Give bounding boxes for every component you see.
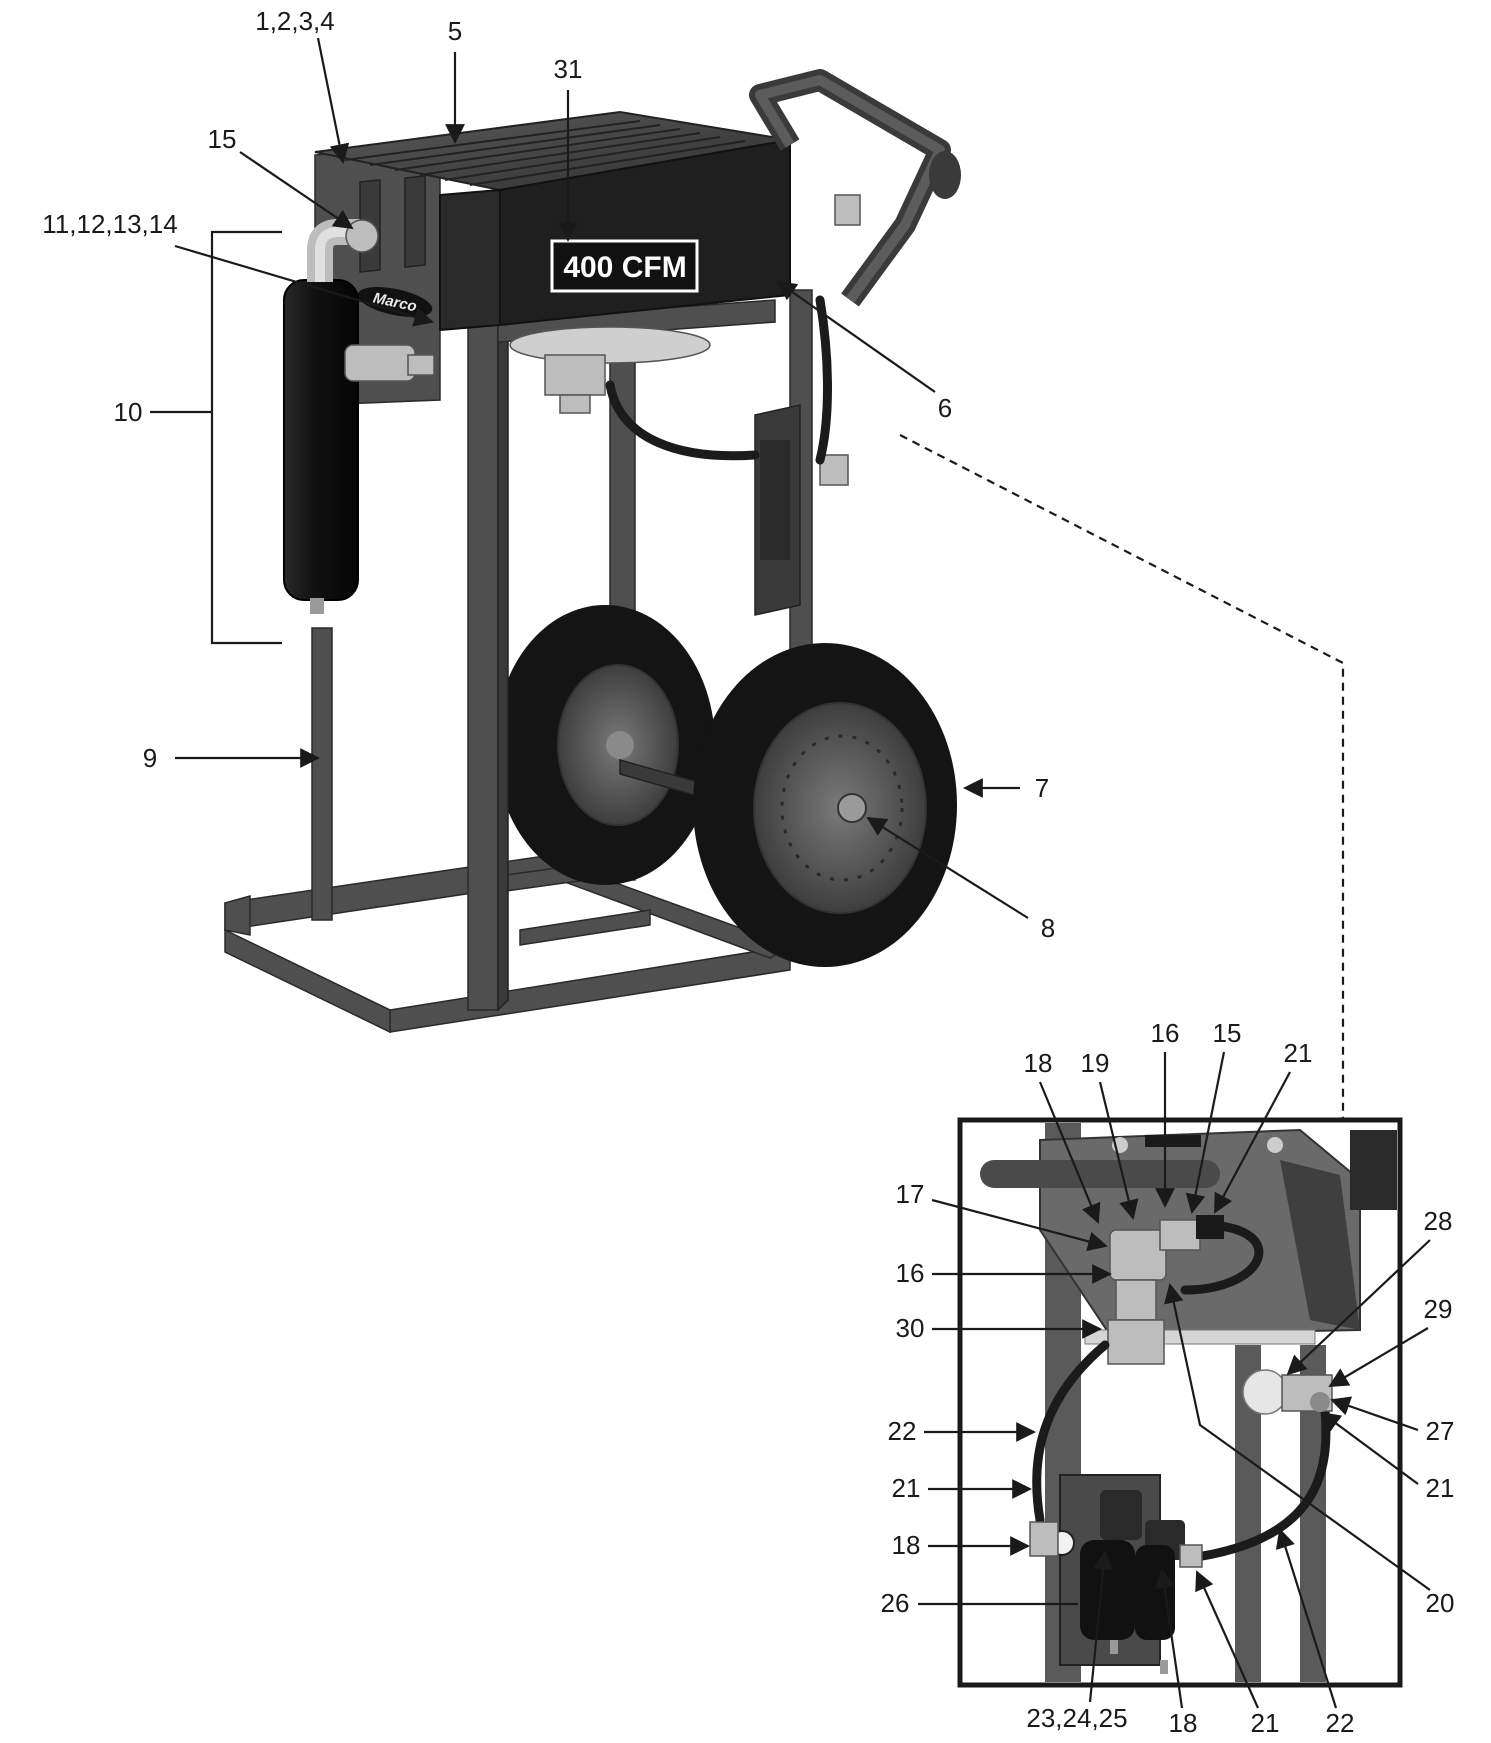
- callout-label: 23,24,25: [1026, 1703, 1127, 1733]
- callout-label: 22: [888, 1416, 917, 1446]
- leader-line: [866, 816, 1029, 919]
- callout-label: 5: [448, 16, 462, 46]
- callout-label: 26: [881, 1588, 910, 1618]
- rear-wheel: [495, 605, 715, 885]
- callout-label: 7: [1035, 773, 1049, 803]
- callout-label: 10: [114, 397, 143, 427]
- callout-label: 9: [143, 743, 157, 773]
- callout-label: 18: [892, 1530, 921, 1560]
- callout-label: 29: [1424, 1294, 1453, 1324]
- callout-label: 17: [896, 1179, 925, 1209]
- front-wheel: [693, 643, 957, 967]
- front-posts: [467, 298, 509, 1012]
- cart-illustration: 400 CFM Marco: [224, 69, 961, 1034]
- leader-line: [776, 280, 936, 393]
- leader-line: [931, 1198, 1108, 1252]
- callout-label: 31: [554, 54, 583, 84]
- leader-line: [1164, 1283, 1431, 1591]
- leader-line: [239, 151, 354, 230]
- regulator-assembly: [605, 194, 861, 616]
- bracket-line: [210, 230, 282, 645]
- leader-line: [1214, 1071, 1291, 1214]
- callout-label: 15: [1213, 1018, 1242, 1048]
- filter-canister: [283, 219, 435, 614]
- callout-label: 21: [1426, 1473, 1455, 1503]
- callout-label: 6: [938, 393, 952, 423]
- leader-line: [1320, 1411, 1419, 1485]
- handle: [749, 69, 961, 307]
- callout-label: 11,12,13,14: [42, 209, 177, 239]
- callout-label: 27: [1426, 1416, 1455, 1446]
- leader-line: [316, 37, 350, 164]
- callout-label: 8: [1041, 913, 1055, 943]
- callout-label: 18: [1169, 1708, 1198, 1738]
- callout-label: 21: [1284, 1038, 1313, 1068]
- main-callouts: 1,2,3,4 5 31 15 11,12,13,14 10 6 9 7 8: [42, 6, 1055, 943]
- leader-line: [1286, 1239, 1431, 1376]
- callout-label: 20: [1426, 1588, 1455, 1618]
- detail-inset: [957, 1117, 1403, 1688]
- detail-connector-dashed: [899, 434, 1345, 1120]
- cfm-badge-text: 400 CFM: [563, 251, 686, 284]
- leader-line: [1328, 1327, 1429, 1388]
- callout-label: 28: [1424, 1206, 1453, 1236]
- callout-label: 21: [1251, 1708, 1280, 1738]
- leader-line: [174, 244, 434, 327]
- callout-label: 16: [1151, 1018, 1180, 1048]
- callout-label: 30: [896, 1313, 925, 1343]
- callout-label: 15: [208, 124, 237, 154]
- leader-line: [1195, 1570, 1260, 1709]
- leader-line: [1275, 1528, 1338, 1709]
- leader-line: [1098, 1081, 1139, 1220]
- leader-line: [1088, 1550, 1114, 1703]
- callout-label: 16: [896, 1258, 925, 1288]
- cfm-badge: 400 CFM: [550, 239, 699, 293]
- detail-callouts: 18 19 16 15 21 17 16 30 28 29 22 27: [881, 1018, 1455, 1738]
- callout-label: 19: [1081, 1048, 1110, 1078]
- callout-label: 22: [1326, 1708, 1355, 1738]
- callout-label: 21: [892, 1473, 921, 1503]
- leader-line: [1154, 1568, 1184, 1709]
- callout-label: 18: [1024, 1048, 1053, 1078]
- callout-label: 1,2,3,4: [255, 6, 335, 36]
- leader-line: [1330, 1396, 1419, 1432]
- leader-line: [1038, 1081, 1101, 1224]
- leader-line: [1185, 1051, 1226, 1214]
